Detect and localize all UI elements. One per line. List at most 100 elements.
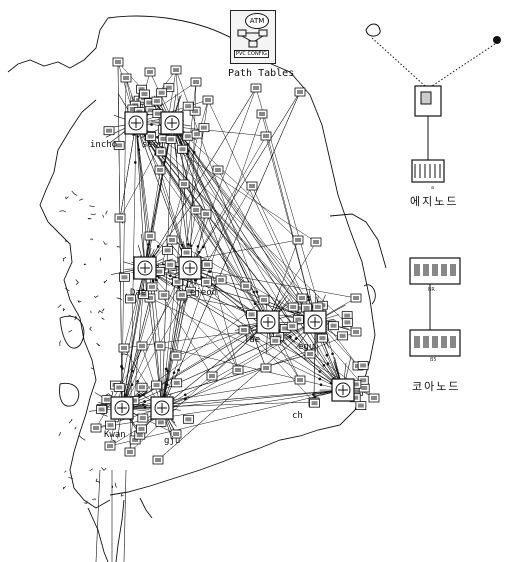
edge-node-37-screen	[297, 378, 303, 382]
cluster-node-seoul-screen	[185, 134, 191, 138]
island-outline	[101, 318, 104, 320]
island-outline	[72, 191, 78, 196]
edge-node-19	[293, 236, 303, 244]
edge-node-33	[171, 352, 181, 360]
island-outline	[90, 239, 92, 240]
cluster-node-seoul-screen	[158, 150, 164, 154]
cluster-node-busan-screen	[312, 401, 318, 405]
cluster-node-daegu	[247, 310, 257, 318]
satellite-link	[190, 136, 266, 268]
satellite-link	[266, 136, 315, 322]
path-tables-label: Path Tables	[228, 69, 294, 79]
satellite-link	[122, 380, 300, 408]
island-outline	[64, 471, 66, 473]
edge-node-40	[91, 424, 101, 432]
cluster-node-daejeon-2-screen	[204, 263, 210, 267]
edge-node-43-screen	[155, 458, 161, 462]
network-nodes	[91, 58, 379, 464]
cluster-node-daegu-2-screen	[344, 320, 350, 324]
coastline-segment-1	[8, 18, 108, 72]
edge-node-20	[311, 238, 321, 246]
cluster-node-daejeon-2	[177, 291, 187, 299]
node-label-daegu-2: egu	[298, 343, 314, 352]
edge-node-1-screen	[123, 76, 129, 80]
core-bottom-slot	[432, 336, 438, 348]
link-arrowhead	[177, 369, 180, 372]
edge-node-41-screen	[107, 444, 113, 448]
island-outline	[113, 440, 116, 441]
network-links	[89, 62, 374, 562]
edge-switch-top-screen	[421, 92, 431, 104]
island-outline	[97, 343, 101, 346]
edge-node-5-screen	[205, 98, 211, 102]
cluster-node-incheon	[140, 90, 150, 98]
cluster-node-daegu-2-screen	[340, 334, 346, 338]
edge-node-20-screen	[313, 240, 319, 244]
node-label-daejeon: Dae	[130, 289, 146, 298]
cluster-node-gwangju-screen	[116, 385, 122, 389]
core-node-code-2: B5	[430, 357, 437, 363]
island-outline	[59, 432, 61, 436]
edge-node-10-screen	[157, 168, 163, 172]
cluster-node-daegu-screen	[289, 324, 295, 328]
pvc-config-icon[interactable]: ATM PVC CONFIG	[230, 10, 276, 64]
cluster-node-daejeon-2	[202, 278, 212, 286]
terminal-dot-icon	[493, 36, 501, 44]
cluster-node-gwangju-screen	[108, 423, 114, 427]
island-outline	[106, 211, 107, 215]
link-arrowhead	[163, 160, 166, 163]
link-arrowhead	[198, 251, 201, 254]
island-outline	[103, 241, 107, 244]
edge-node-2-screen	[147, 70, 153, 74]
cluster-node-gwangju	[106, 421, 116, 429]
core-switch-busan	[332, 379, 354, 401]
cluster-node-daejeon	[159, 291, 169, 299]
edge-node-24	[259, 296, 269, 304]
island-outline	[103, 215, 104, 218]
link-arrowhead	[177, 286, 180, 289]
cluster-node-daegu	[270, 337, 280, 345]
cluster-node-daejeon	[165, 261, 175, 269]
island-outline	[63, 257, 66, 261]
link-arrowhead	[150, 123, 153, 126]
edge-node-25-screen	[299, 296, 305, 300]
cluster-node-daejeon-2-screen	[179, 293, 185, 297]
cluster-node-daegu-2-screen	[304, 306, 310, 310]
cluster-node-gwangju-2	[152, 381, 162, 389]
satellite-link	[262, 114, 315, 322]
link-arrowhead	[157, 245, 160, 248]
cluster-node-daejeon-screen	[121, 275, 127, 279]
edge-node-23-screen	[243, 284, 249, 288]
core-switch-daejeon	[134, 257, 156, 279]
link-arrowhead	[254, 302, 257, 305]
cluster-node-seoul	[178, 145, 188, 153]
edge-node-3-screen	[173, 68, 179, 72]
edge-node-17-screen	[147, 234, 153, 238]
cluster-node-daegu-screen	[272, 339, 278, 343]
island-outline	[84, 264, 86, 265]
satellite-link	[208, 100, 343, 390]
core-top-slot	[432, 264, 438, 276]
edge-node-18	[167, 236, 177, 244]
cluster-node-gwangju	[97, 405, 107, 413]
island-outline	[78, 301, 81, 303]
island-outline	[60, 211, 66, 212]
coastline-segment-4	[60, 383, 79, 406]
link-arrowhead	[134, 161, 137, 164]
cluster-node-seoul	[166, 135, 176, 143]
island-outline	[63, 486, 65, 488]
island-outline	[58, 305, 61, 308]
cluster-node-daejeon-2-screen	[165, 248, 171, 252]
island-outline	[91, 214, 96, 215]
core-switch-gwangju	[111, 397, 133, 419]
node-label-seoul: seou	[142, 141, 164, 150]
edge-node-7	[295, 88, 305, 96]
link-arrowhead	[136, 380, 139, 383]
cluster-node-busan	[358, 361, 368, 369]
cluster-node-daejeon-screen	[167, 263, 173, 267]
cluster-node-incheon-screen	[142, 92, 148, 96]
island-outline	[103, 309, 105, 312]
island-outline	[66, 197, 69, 199]
